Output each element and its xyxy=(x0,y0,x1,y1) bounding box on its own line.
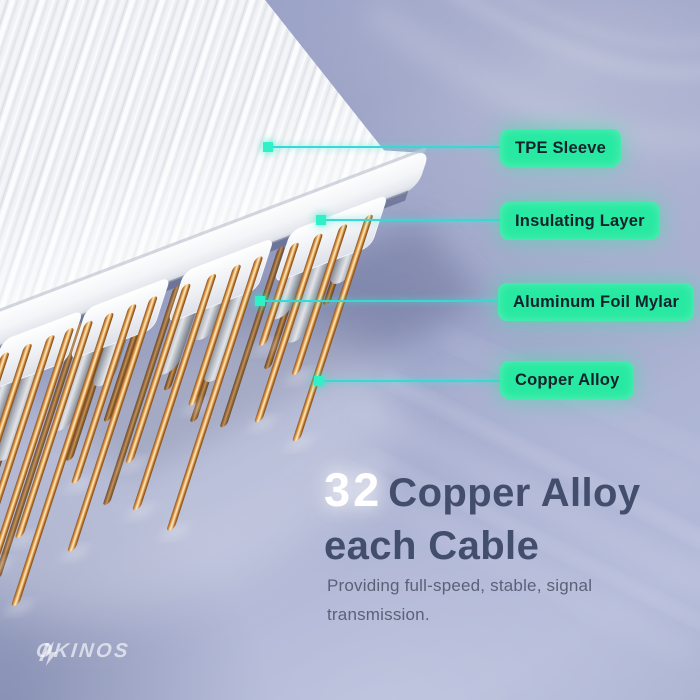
callout-label-copper-alloy: Copper Alloy xyxy=(500,361,635,399)
copper-pin xyxy=(71,304,137,484)
copper-pin xyxy=(11,312,114,607)
copper-pin xyxy=(0,335,55,638)
insulated-bundle-stub xyxy=(169,240,273,321)
copper-pin xyxy=(125,283,191,463)
pin-tip-glow xyxy=(66,479,93,490)
brand-logo: OKINOS xyxy=(34,640,132,666)
pin-tip-glow xyxy=(0,560,12,571)
flat-cable xyxy=(0,0,466,638)
copper-pin xyxy=(0,328,74,565)
pin-tip-glow xyxy=(182,402,210,413)
copper-pin xyxy=(291,224,348,376)
cable-surface-sheen xyxy=(0,26,466,565)
insulated-bundle-stub xyxy=(71,279,169,358)
pin-tip-glow xyxy=(287,437,314,448)
pin-tip-glow xyxy=(127,506,154,517)
copper-pin xyxy=(292,214,373,442)
subtitle: Providing full-speed, stable, signal tra… xyxy=(327,576,593,624)
pin-tip-glow xyxy=(6,602,33,613)
callout-marker xyxy=(255,296,265,306)
copper-pin-back xyxy=(0,322,84,580)
pin-tip-glow xyxy=(120,459,147,470)
tpe-sleeve-cut-face xyxy=(0,153,427,599)
callout-label-insulating-layer: Insulating Layer xyxy=(500,202,660,240)
pin-tip-glow xyxy=(62,547,89,559)
headline-number: 32 xyxy=(324,463,383,516)
copper-pin xyxy=(254,233,323,423)
pin-tip-glow xyxy=(286,371,313,382)
insulated-bundle-stub xyxy=(0,312,82,390)
brand-name: OKINOS xyxy=(34,640,132,662)
pin-tip-glow xyxy=(9,534,37,545)
callout-label-aluminum-foil-mylar: Aluminum Foil Mylar xyxy=(498,283,695,321)
copper-pin xyxy=(15,320,93,539)
pin-tip-glow xyxy=(253,342,280,353)
light-rays xyxy=(332,373,700,665)
cable-edge-shade xyxy=(0,146,427,565)
headline-text: Copper Alloy each Cable xyxy=(324,471,641,569)
copper-pin xyxy=(188,264,241,406)
callout-marker xyxy=(263,142,273,152)
ripple-highlights xyxy=(361,0,700,156)
copper-pin xyxy=(258,242,299,346)
callout-label-tpe-sleeve: TPE Sleeve xyxy=(500,129,621,167)
callout-line xyxy=(268,146,500,148)
callout-marker xyxy=(316,215,326,225)
copper-pin-back xyxy=(220,246,285,428)
pin-tip-glow xyxy=(249,418,276,429)
copper-pin-back xyxy=(103,285,181,505)
callout-line xyxy=(319,380,500,382)
callout-line xyxy=(321,219,500,221)
copper-pin xyxy=(132,274,216,511)
copper-pin xyxy=(167,256,263,531)
lightning-bolt-icon xyxy=(39,641,58,666)
copper-pin xyxy=(0,343,32,552)
pin-tip-glow xyxy=(161,526,188,538)
copper-pin xyxy=(67,296,158,552)
callout-line xyxy=(260,300,500,302)
callout-marker xyxy=(314,376,324,386)
wire-bundles xyxy=(0,196,387,638)
